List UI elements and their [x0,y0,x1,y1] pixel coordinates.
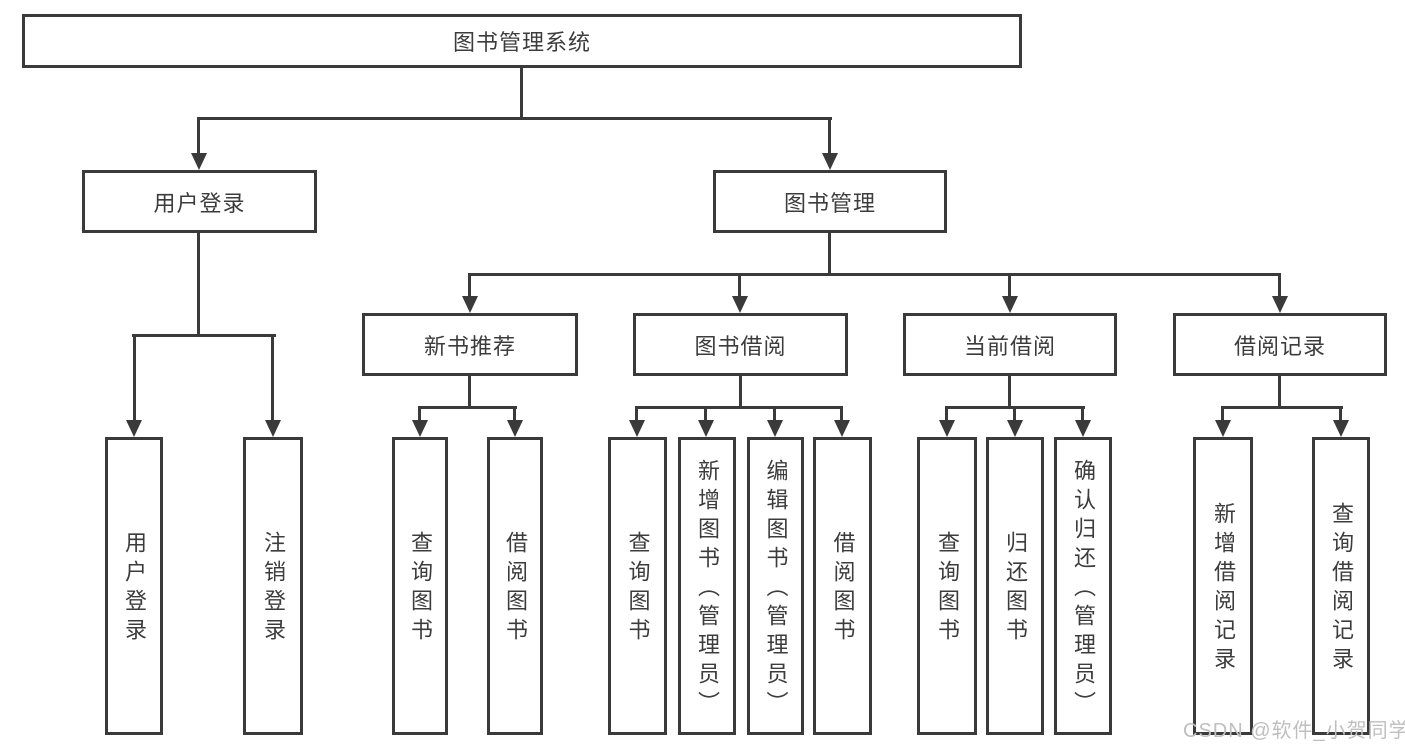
connector-drop-book-borrowing [738,273,741,297]
arrow-down-icon [412,420,428,437]
connector-drop-user-login [197,117,200,158]
node-current-borrowing: 当前借阅 [903,313,1117,376]
arrow-down-icon [462,296,478,313]
connector-recommend-hbar [418,406,517,409]
connector-drop [945,406,948,422]
arrow-down-icon [1075,420,1091,437]
connector-book-management-trunk [828,233,831,276]
leaf-borrow-book: 借阅图书 [487,437,543,735]
connector-records-hbar [1221,406,1343,409]
arrow-down-icon [1002,296,1018,313]
connector-drop [1081,406,1084,422]
arrow-down-icon [1215,420,1231,437]
csdn-watermark: CSDN @软件_小贺同学 [1183,720,1405,742]
arrow-down-icon [698,420,714,437]
connector-drop [635,406,638,422]
leaf-confirm-return-admin: 确认归还（管理员） [1054,437,1112,735]
leaf-query-books: 查询图书 [608,437,667,735]
node-new-book-recommendation: 新书推荐 [362,313,578,376]
arrow-down-icon [1007,420,1023,437]
leaf-return-book: 归还图书 [986,437,1044,735]
leaf-query-borrow-record: 查询借阅记录 [1312,437,1370,735]
connector-drop-current-borrowing [1008,273,1011,297]
node-user-login: 用户登录 [82,170,317,233]
connector-current-stub [1008,376,1011,409]
arrow-down-icon [767,420,783,437]
arrow-down-icon [1272,296,1288,313]
node-book-borrowing: 图书借阅 [633,313,848,376]
arrow-down-icon [834,420,850,437]
connector-drop [1221,406,1224,422]
connector-drop-leaf-logout [271,334,274,420]
leaf-add-borrow-record: 新增借阅记录 [1193,437,1253,735]
connector-drop-leaf-user-login [133,334,136,420]
connector-drop [418,406,421,422]
connector-level2-hbar [197,117,832,120]
connector-drop-new-book [468,273,471,297]
arrow-down-icon [265,420,281,437]
connector-drop [840,406,843,422]
node-library-management-system: 图书管理系统 [22,14,1022,68]
arrow-down-icon [191,153,207,170]
arrow-down-icon [732,296,748,313]
node-borrowing-records: 借阅记录 [1173,313,1387,376]
arrow-down-icon [629,420,645,437]
connector-drop-borrowing-records [1278,273,1281,297]
connector-records-stub [1278,376,1281,409]
leaf-query-books: 查询图书 [917,437,977,735]
leaf-query-books: 查询图书 [392,437,448,735]
leaf-user-login: 用户登录 [105,437,163,735]
arrow-down-icon [1333,420,1349,437]
leaf-add-book-admin: 新增图书（管理员） [678,437,736,735]
connector-recommend-stub [468,376,471,409]
connector-drop [1013,406,1016,422]
arrow-down-icon [126,420,142,437]
leaf-logout: 注销登录 [243,437,303,735]
connector-drop [1339,406,1342,422]
arrow-down-icon [939,420,955,437]
connector-borrow-hbar [635,406,843,409]
leaf-edit-book-admin: 编辑图书（管理员） [747,437,804,735]
connector-user-login-trunk [197,233,200,337]
leaf-borrow-book: 借阅图书 [813,437,872,735]
connector-root-trunk [520,68,523,120]
connector-drop [773,406,776,422]
connector-borrow-stub [739,376,742,409]
connector-drop [704,406,707,422]
node-book-management: 图书管理 [713,170,947,233]
connector-user-leaves-hbar [132,334,276,337]
arrow-down-icon [507,420,523,437]
arrow-down-icon [822,153,838,170]
connector-level3-hbar [468,273,1281,276]
connector-drop-book-management [828,117,831,158]
connector-drop [513,406,516,422]
